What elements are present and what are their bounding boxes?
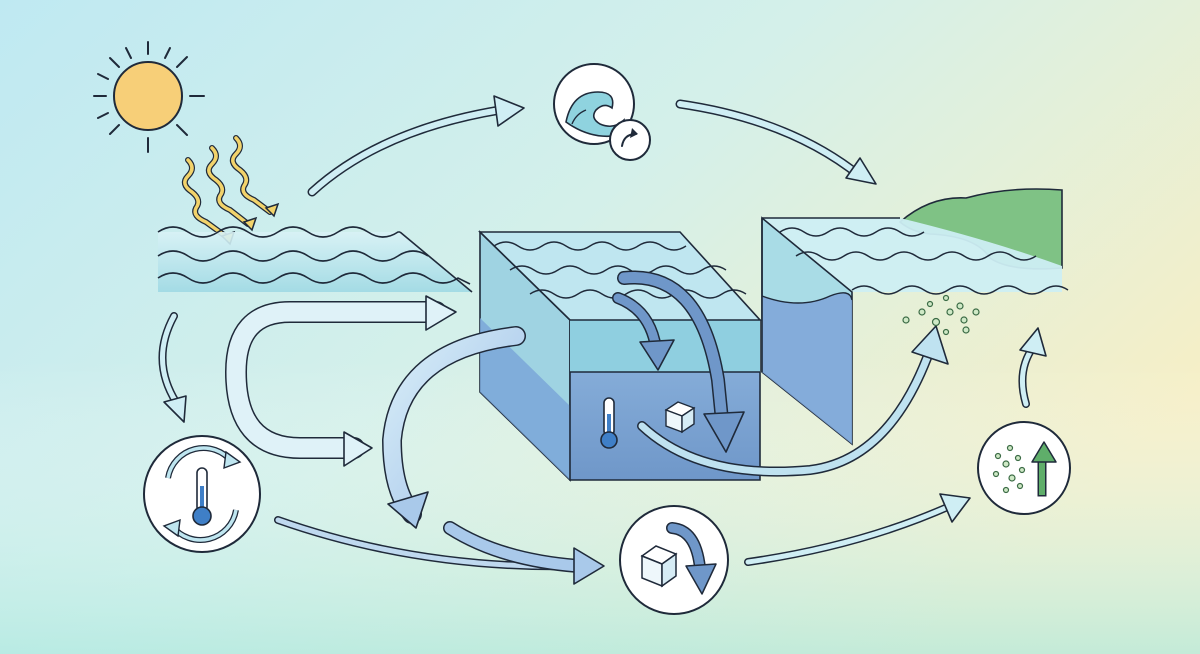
flow-arrow-downwelling-to-sinking: [443, 521, 605, 585]
thermometer-icon: [600, 397, 618, 449]
wave-cycle-icon: [553, 63, 651, 161]
flow-arrow-upwelling-to-surface: [1018, 327, 1047, 408]
surface-water-slab: [157, 226, 473, 293]
flow-arrow-to-coast: [675, 99, 877, 185]
coastal-water-section: [761, 216, 1069, 446]
sinking-arrow-long: [617, 270, 745, 453]
upwelling-curve-arrow: [637, 325, 949, 477]
ice-cube-icon: [664, 401, 696, 434]
nutrient-upwelling-icon: [977, 421, 1071, 515]
nutrient-particles: [902, 294, 980, 336]
sinking-arrow-short: [612, 292, 675, 371]
flow-arrow-to-temperature: [158, 312, 187, 423]
flow-arrow-to-wave: [307, 95, 525, 197]
solar-radiation-arrows: [181, 135, 280, 246]
temperature-cycle-icon: [143, 435, 261, 553]
sinking-ice-icon: [619, 505, 729, 615]
flow-arrow-sinking-to-upwelling: [744, 493, 971, 566]
deep-downwelling-arrow: [381, 326, 526, 529]
loop-arrow-surface-return: [224, 295, 457, 467]
sun-icon: [93, 41, 205, 153]
